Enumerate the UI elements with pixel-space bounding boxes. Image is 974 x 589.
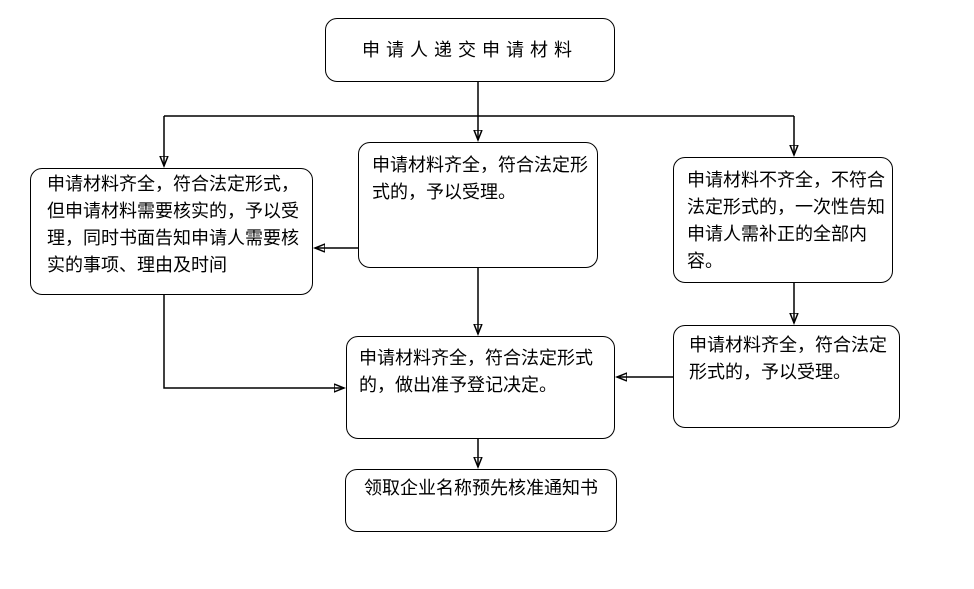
node-accept-complete-label: 申请材料齐全，符合法定形 式的，予以受理。 xyxy=(372,155,588,203)
node-accept-complete: 申请材料齐全，符合法定形 式的，予以受理。 xyxy=(358,142,598,268)
node-receive-notice-label: 领取企业名称预先核准通知书 xyxy=(364,478,598,499)
node-accept-after-correction: 申请材料齐全，符合法定 形式的，予以受理。 xyxy=(673,325,900,428)
node-incomplete-notify: 申请材料不齐全，不符合 法定形式的，一次性告知 申请人需补正的全部内 容。 xyxy=(673,157,893,283)
node-incomplete-notify-label: 申请材料不齐全，不符合 法定形式的，一次性告知 申请人需补正的全部内 容。 xyxy=(687,170,885,272)
edge-left-verify-to-decision xyxy=(163,295,344,388)
node-submit-application: 申请人递交申请材料 xyxy=(325,18,615,82)
node-accept-after-correction-label: 申请材料齐全，符合法定 形式的，予以受理。 xyxy=(689,335,887,383)
node-receive-notice: 领取企业名称预先核准通知书 xyxy=(345,469,617,532)
node-registration-decision-label: 申请材料齐全，符合法定形式 的，做出准予登记决定。 xyxy=(359,348,593,396)
node-accept-with-verification: 申请材料齐全，符合法定形式， 但申请材料需要核实的，予以受 理，同时书面告知申请… xyxy=(30,168,313,295)
node-submit-application-label: 申请人递交申请材料 xyxy=(362,39,578,61)
node-registration-decision: 申请材料齐全，符合法定形式 的，做出准予登记决定。 xyxy=(346,336,615,439)
node-accept-with-verification-label: 申请材料齐全，符合法定形式， 但申请材料需要核实的，予以受 理，同时书面告知申请… xyxy=(47,174,299,276)
